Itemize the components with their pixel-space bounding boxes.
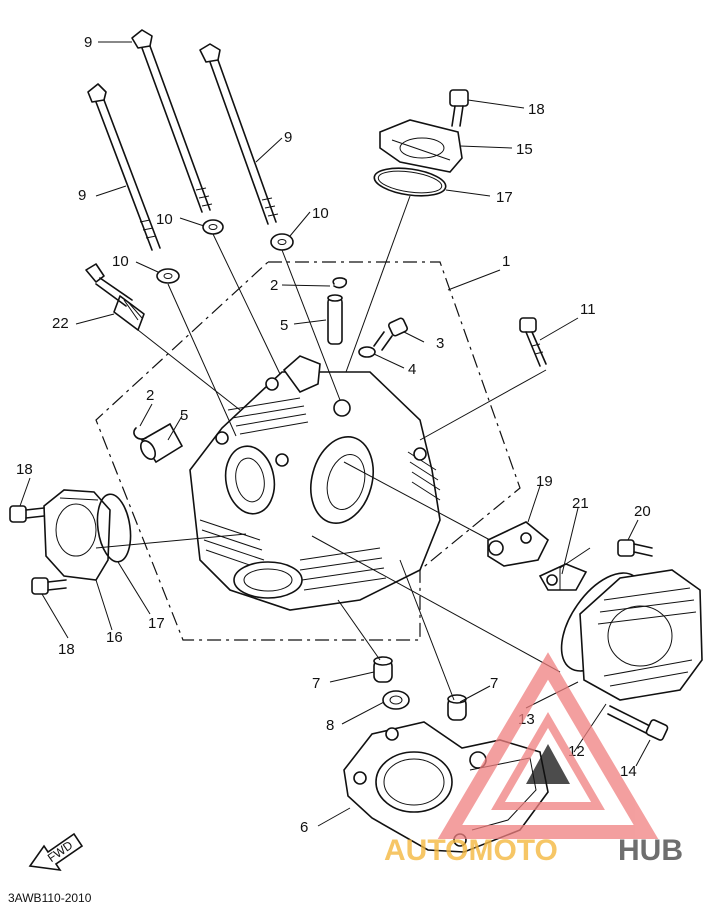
callout-11: 11 bbox=[580, 301, 596, 318]
tappet-cover-right bbox=[579, 569, 703, 701]
callout-17-a: 17 bbox=[496, 189, 513, 206]
callout-17-b: 17 bbox=[148, 615, 165, 632]
watermark-triangle-inner bbox=[491, 712, 605, 810]
callout-15: 15 bbox=[516, 141, 533, 158]
callout-16: 16 bbox=[106, 629, 123, 646]
callout-9-c: 9 bbox=[78, 187, 86, 204]
watermark-logo bbox=[437, 652, 659, 839]
valve-guide-left bbox=[139, 422, 184, 464]
oil-seal-8 bbox=[382, 690, 410, 710]
forward-direction-arrow bbox=[28, 832, 84, 872]
watermark-brand-part1: AUTOMOTO bbox=[384, 834, 558, 867]
callout-10-a: 10 bbox=[156, 211, 173, 228]
bracket-19 bbox=[487, 521, 550, 567]
callout-18-c: 18 bbox=[58, 641, 75, 658]
callout-22: 22 bbox=[52, 315, 69, 332]
stud-bolt-left bbox=[87, 83, 161, 251]
callout-2-b: 2 bbox=[146, 387, 154, 404]
callout-18-b: 18 bbox=[16, 461, 33, 478]
part-code: 3AWB110-2010 bbox=[8, 891, 92, 905]
plate-21 bbox=[538, 563, 588, 591]
circlip-upper bbox=[332, 277, 348, 289]
callout-4: 4 bbox=[408, 361, 416, 378]
washer-right bbox=[270, 233, 294, 251]
watermark-triangle-outer bbox=[437, 652, 659, 839]
spark-plug bbox=[85, 263, 145, 331]
bolt-3 bbox=[373, 317, 409, 351]
callout-18-a: 18 bbox=[528, 101, 545, 118]
callout-2-a: 2 bbox=[270, 277, 278, 294]
bolt-18-left-lower bbox=[31, 577, 67, 595]
tappet-cover-left bbox=[43, 489, 111, 581]
washer-left bbox=[156, 268, 180, 284]
assembly-boundary bbox=[95, 261, 521, 641]
callout-8: 8 bbox=[326, 717, 334, 734]
bolt-18-left-upper bbox=[9, 505, 45, 523]
callout-10-b: 10 bbox=[312, 205, 329, 222]
callout-9-b: 9 bbox=[284, 129, 292, 146]
dowel-pin-left bbox=[373, 656, 393, 683]
callout-7-a: 7 bbox=[312, 675, 320, 692]
callout-6: 6 bbox=[300, 819, 308, 836]
callout-21: 21 bbox=[572, 495, 589, 512]
bolt-11 bbox=[519, 317, 547, 367]
callout-1: 1 bbox=[502, 253, 510, 270]
callout-14: 14 bbox=[620, 763, 637, 780]
callout-10-c: 10 bbox=[112, 253, 129, 270]
leader-lines bbox=[19, 41, 651, 827]
callout-5-a: 5 bbox=[280, 317, 288, 334]
bolt-18-top bbox=[449, 89, 469, 127]
callout-5-b: 5 bbox=[180, 407, 188, 424]
washer-middle bbox=[202, 219, 224, 235]
callout-9-a: 9 bbox=[84, 34, 92, 51]
bolt-20 bbox=[617, 539, 653, 557]
washer-4 bbox=[358, 346, 376, 358]
stud-bolt-right bbox=[199, 43, 279, 225]
circlip-left bbox=[133, 427, 147, 440]
alignment-lines bbox=[95, 195, 591, 701]
dowel-pin-right bbox=[447, 694, 467, 721]
callout-3: 3 bbox=[436, 335, 444, 352]
callout-20: 20 bbox=[634, 503, 651, 520]
bolt-14 bbox=[607, 705, 669, 741]
tappet-cover-top bbox=[379, 119, 463, 173]
callout-19: 19 bbox=[536, 473, 553, 490]
cylinder-head bbox=[189, 355, 441, 611]
stud-bolt-middle bbox=[131, 29, 213, 213]
callout-7-b: 7 bbox=[490, 675, 498, 692]
o-ring-top bbox=[373, 167, 447, 197]
o-ring-left bbox=[96, 493, 132, 563]
watermark-brand-part2: HUB bbox=[618, 834, 683, 867]
valve-guide-upper bbox=[327, 294, 343, 345]
